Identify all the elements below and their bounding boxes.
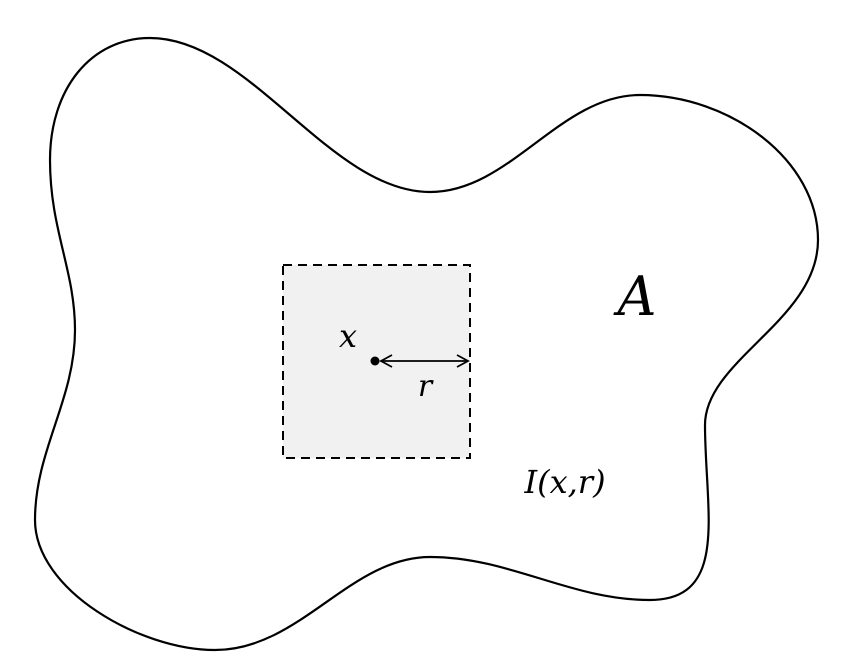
- center-point: [370, 356, 380, 366]
- center-point-label: x: [339, 317, 357, 355]
- cube-label: I(x,r): [523, 463, 605, 501]
- radius-arrowhead-left: [379, 354, 393, 368]
- region-label: A: [613, 265, 657, 328]
- radius-arrowhead-right: [456, 354, 470, 368]
- region-A-outline: [33, 36, 820, 652]
- radius-label: r: [418, 369, 434, 404]
- radius-arrow: [379, 354, 470, 368]
